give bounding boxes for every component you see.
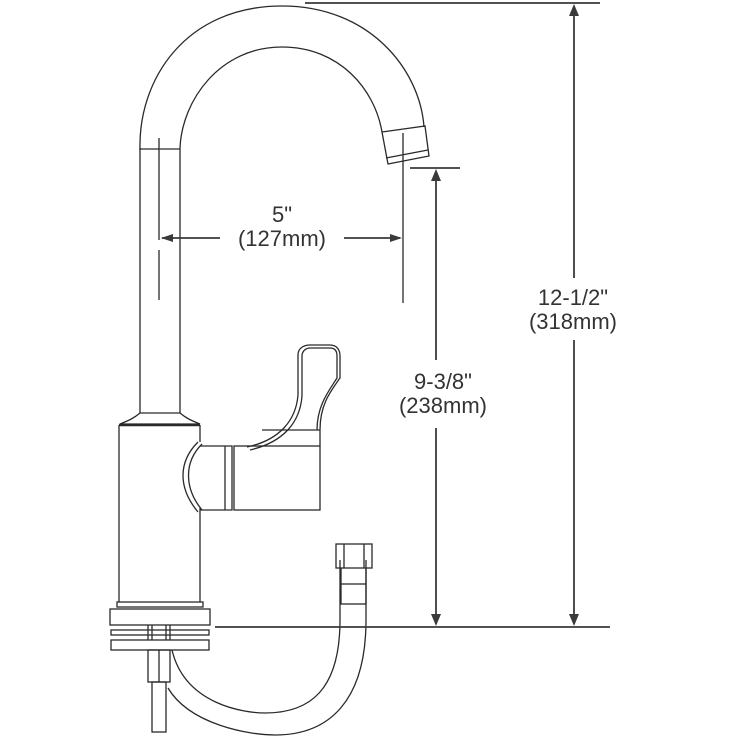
spout-clearance-imperial: 9-3/8"	[414, 369, 472, 394]
spout	[139, 5, 430, 413]
overall-height-imperial: 12-1/2"	[537, 285, 609, 310]
spout-clearance-label: 9-3/8" (238mm)	[380, 370, 506, 418]
handle	[182, 344, 341, 513]
faucet-body	[118, 412, 201, 602]
supply-hose	[167, 543, 373, 736]
dimension-lines	[161, 2, 610, 628]
spout-reach-label: 5" (127mm)	[222, 203, 342, 251]
spout-clearance-metric: (238mm)	[398, 393, 487, 418]
spout-reach-imperial: 5"	[271, 202, 293, 227]
overall-height-metric: (318mm)	[528, 309, 617, 334]
overall-height-label: 12-1/2" (318mm)	[510, 286, 636, 334]
base	[109, 601, 211, 651]
mounting-shank	[147, 649, 171, 733]
spout-reach-metric: (127mm)	[237, 226, 326, 251]
